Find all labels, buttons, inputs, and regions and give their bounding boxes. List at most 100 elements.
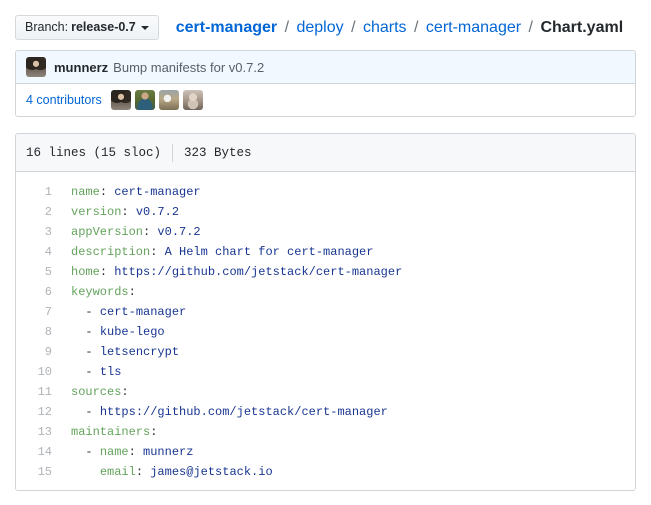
yaml-key: home xyxy=(71,265,100,279)
yaml-value: munnerz xyxy=(143,445,194,459)
yaml-punctuation: : xyxy=(128,445,144,459)
line-content: sources: xyxy=(62,382,129,402)
yaml-punctuation: - xyxy=(71,325,100,339)
line-number[interactable]: 4 xyxy=(44,245,52,259)
line-number[interactable]: 15 xyxy=(37,465,52,479)
yaml-punctuation: : xyxy=(99,265,115,279)
line-number[interactable]: 9 xyxy=(44,345,52,359)
line-number[interactable]: 14 xyxy=(37,445,52,459)
yaml-key: appVersion xyxy=(71,225,144,239)
line-content: - letsencrypt xyxy=(62,342,179,362)
yaml-punctuation: : xyxy=(121,205,136,219)
yaml-value: tls xyxy=(99,365,122,379)
yaml-value: https://github.com/jetstack/cert-manager xyxy=(99,405,388,419)
branch-selector-button[interactable]: Branch: release-0.7 xyxy=(15,15,159,40)
yaml-key: maintainers xyxy=(71,425,151,439)
line-content: - cert-manager xyxy=(62,302,186,322)
blob-line-count: 16 lines (15 sloc) xyxy=(26,145,162,160)
breadcrumb-item-repo[interactable]: cert-manager xyxy=(175,18,278,36)
yaml-key: description xyxy=(71,245,151,259)
yaml-punctuation: : xyxy=(143,225,158,239)
breadcrumb: cert-manager / deploy / charts / cert-ma… xyxy=(175,18,624,36)
code-line: 6 keywords: xyxy=(16,282,635,302)
line-content: - https://github.com/jetstack/cert-manag… xyxy=(62,402,388,422)
code-line: 14 - name: munnerz xyxy=(16,442,635,462)
code-line: 5 home: https://github.com/jetstack/cert-… xyxy=(16,262,635,282)
avatar[interactable] xyxy=(26,57,46,77)
line-number[interactable]: 7 xyxy=(44,305,52,319)
yaml-punctuation xyxy=(71,465,100,479)
yaml-punctuation: : xyxy=(150,425,158,439)
line-number[interactable]: 8 xyxy=(44,325,52,339)
yaml-punctuation: : xyxy=(128,285,136,299)
yaml-punctuation: : xyxy=(135,465,151,479)
breadcrumb-item-cert-manager[interactable]: cert-manager xyxy=(425,18,522,36)
yaml-punctuation: : xyxy=(99,185,115,199)
line-content: - kube-lego xyxy=(62,322,165,342)
code-line: 10 - tls xyxy=(16,362,635,382)
yaml-key: version xyxy=(71,205,122,219)
yaml-value: cert-manager xyxy=(99,305,187,319)
line-content: email: james@jetstack.io xyxy=(62,462,273,482)
line-content: appVersion: v0.7.2 xyxy=(62,222,201,242)
avatar[interactable] xyxy=(110,90,131,110)
commit-summary-box: munnerz Bump manifests for v0.7.2 4 cont… xyxy=(15,50,636,117)
yaml-value: kube-lego xyxy=(99,325,165,339)
code-blob[interactable]: 1 name: cert-manager 2 version: v0.7.2 3 appV… xyxy=(16,172,635,490)
yaml-value: A Helm chart for cert-manager xyxy=(164,245,374,259)
branch-button-name: release-0.7 xyxy=(71,20,136,35)
commit-message[interactable]: Bump manifests for v0.7.2 xyxy=(113,59,265,75)
contributors-link[interactable]: 4 contributors xyxy=(26,93,102,107)
code-line: 15 email: james@jetstack.io xyxy=(16,462,635,482)
breadcrumb-separator: / xyxy=(528,18,533,36)
line-content: - name: munnerz xyxy=(62,442,193,462)
yaml-value: v0.7.2 xyxy=(135,205,180,219)
line-number[interactable]: 2 xyxy=(44,205,52,219)
code-line: 9 - letsencrypt xyxy=(16,342,635,362)
divider xyxy=(172,143,174,162)
line-number[interactable]: 1 xyxy=(44,185,52,199)
line-number[interactable]: 12 xyxy=(37,405,52,419)
line-number[interactable]: 5 xyxy=(44,265,52,279)
blob-file-size: 323 Bytes xyxy=(184,145,252,160)
yaml-key: sources xyxy=(71,385,122,399)
contributor-avatars xyxy=(110,90,203,110)
code-line: 11 sources: xyxy=(16,382,635,402)
yaml-value: cert-manager xyxy=(114,185,201,199)
code-line: 7 - cert-manager xyxy=(16,302,635,322)
yaml-punctuation: - xyxy=(71,445,100,459)
yaml-punctuation: - xyxy=(71,305,100,319)
line-content: version: v0.7.2 xyxy=(62,202,179,222)
yaml-key: name xyxy=(99,445,129,459)
breadcrumb-item-deploy[interactable]: deploy xyxy=(296,18,344,36)
avatar[interactable] xyxy=(134,90,155,110)
blob-meta-header: 16 lines (15 sloc) 323 Bytes xyxy=(16,134,635,172)
latest-commit-row: munnerz Bump manifests for v0.7.2 xyxy=(16,51,635,84)
yaml-punctuation: - xyxy=(71,345,100,359)
breadcrumb-current-file: Chart.yaml xyxy=(540,18,624,36)
breadcrumb-separator: / xyxy=(351,18,356,36)
line-number[interactable]: 6 xyxy=(44,285,52,299)
line-number[interactable]: 11 xyxy=(37,385,52,399)
contributors-row: 4 contributors xyxy=(16,84,635,116)
commit-author[interactable]: munnerz xyxy=(54,59,109,75)
breadcrumb-item-charts[interactable]: charts xyxy=(362,18,407,36)
yaml-value: letsencrypt xyxy=(99,345,180,359)
chevron-down-icon xyxy=(140,25,149,30)
yaml-punctuation: - xyxy=(71,365,100,379)
yaml-punctuation: - xyxy=(71,405,100,419)
yaml-key: name xyxy=(71,185,100,199)
line-number[interactable]: 13 xyxy=(37,425,52,439)
branch-button-label: Branch: xyxy=(25,20,69,35)
line-content: home: https://github.com/jetstack/cert-m… xyxy=(62,262,402,282)
yaml-key: email xyxy=(99,465,136,479)
avatar[interactable] xyxy=(182,90,203,110)
line-content: keywords: xyxy=(62,282,136,302)
avatar[interactable] xyxy=(158,90,179,110)
yaml-value: james@jetstack.io xyxy=(150,465,273,479)
line-number[interactable]: 3 xyxy=(44,225,52,239)
code-line: 13 maintainers: xyxy=(16,422,635,442)
line-number[interactable]: 10 xyxy=(37,365,52,379)
yaml-punctuation: : xyxy=(121,385,129,399)
